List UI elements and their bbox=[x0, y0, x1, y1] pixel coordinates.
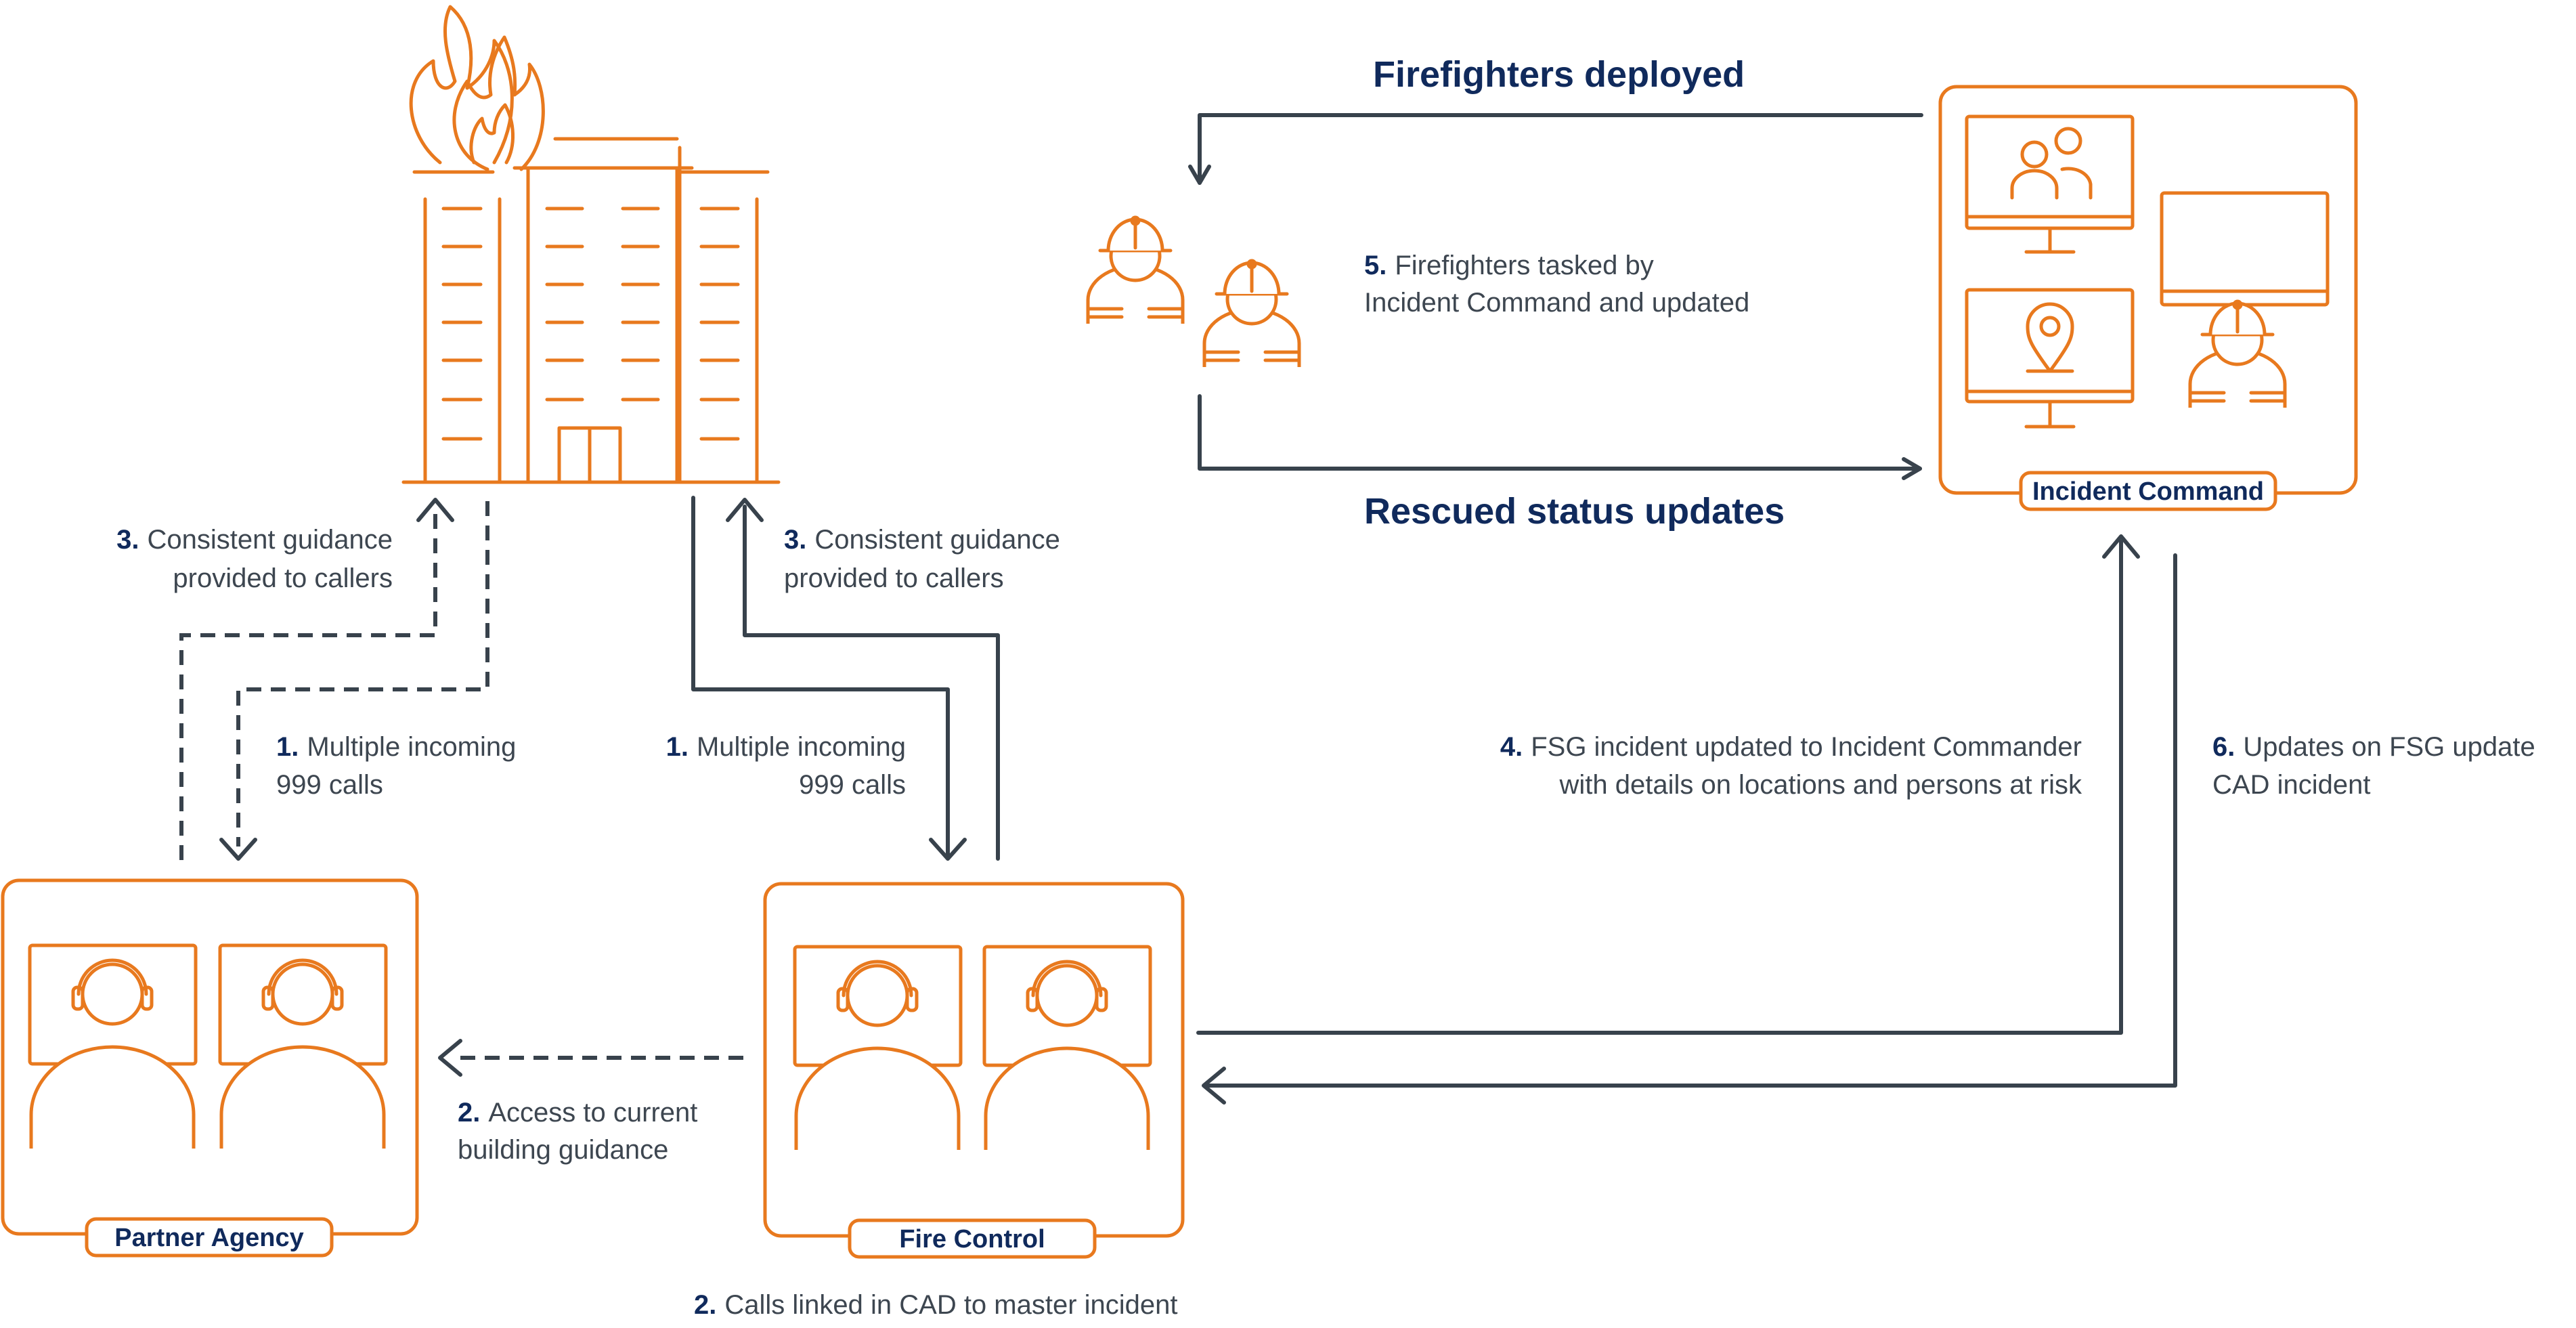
svg-text:5.Firefighters tasked by: 5.Firefighters tasked by bbox=[1364, 251, 1654, 280]
step-updates: 6.Updates on FSG update CAD incident bbox=[2212, 732, 2535, 800]
svg-text:provided to callers: provided to callers bbox=[173, 563, 393, 593]
svg-text:999 calls: 999 calls bbox=[276, 770, 383, 800]
svg-text:building guidance: building guidance bbox=[458, 1135, 668, 1165]
step-calls-left: 1.Multiple incoming 999 calls bbox=[276, 732, 516, 800]
svg-text:3.Consistent guidance: 3.Consistent guidance bbox=[116, 525, 393, 555]
guidance-arrow-right bbox=[743, 505, 1000, 861]
operator-headset-icon bbox=[795, 947, 961, 1150]
svg-text:1.Multiple incoming: 1.Multiple incoming bbox=[666, 732, 906, 762]
step-calls-right: 1.Multiple incoming 999 calls bbox=[666, 732, 906, 800]
rescued-arrow bbox=[1198, 394, 1922, 480]
calls-dashed-arrow-left bbox=[236, 501, 489, 847]
operator-headset-icon bbox=[984, 947, 1150, 1150]
partner-agency-node: Partner Agency bbox=[1, 878, 419, 1258]
burning-building-icon bbox=[401, 5, 781, 484]
monitor-people-icon bbox=[1965, 114, 2135, 254]
svg-text:2.Calls linked in CAD to maste: 2.Calls linked in CAD to master incident bbox=[694, 1290, 1178, 1320]
svg-text:Incident Command and updated: Incident Command and updated bbox=[1364, 288, 1749, 318]
calls-arrow-right bbox=[691, 496, 950, 857]
partner-agency-label: Partner Agency bbox=[114, 1224, 303, 1252]
operator-headset-icon bbox=[220, 945, 386, 1149]
deployed-arrow bbox=[1188, 113, 1923, 185]
fsg-updated-arrow bbox=[1196, 540, 2123, 1035]
svg-text:provided to callers: provided to callers bbox=[784, 563, 1004, 593]
svg-text:6.Updates on FSG update: 6.Updates on FSG update bbox=[2212, 732, 2535, 762]
fire-control-node: Fire Control bbox=[763, 882, 1185, 1259]
step-access: 2.Access to current building guidance bbox=[458, 1098, 697, 1165]
firefighter-icon bbox=[1088, 217, 1183, 324]
updates-arrow bbox=[1206, 553, 2177, 1088]
svg-text:999 calls: 999 calls bbox=[799, 770, 906, 800]
firefighters-group bbox=[1088, 217, 1299, 367]
svg-text:with details on locations and: with details on locations and persons at… bbox=[1558, 770, 2082, 800]
firefighter-icon bbox=[2190, 301, 2285, 408]
step-guidance-right: 3.Consistent guidance provided to caller… bbox=[784, 525, 1060, 593]
svg-text:3.Consistent guidance: 3.Consistent guidance bbox=[784, 525, 1060, 555]
firefighter-icon bbox=[1204, 261, 1299, 367]
svg-text:2.Access to current: 2.Access to current bbox=[458, 1098, 697, 1128]
fire-control-label: Fire Control bbox=[899, 1225, 1045, 1254]
svg-text:4.FSG incident updated to Inci: 4.FSG incident updated to Incident Comma… bbox=[1500, 732, 2082, 762]
guidance-dashed-arrow-left bbox=[179, 507, 437, 860]
step-guidance-left: 3.Consistent guidance provided to caller… bbox=[116, 525, 393, 593]
monitor-location-icon bbox=[1965, 288, 2135, 429]
incident-command-label: Incident Command bbox=[2032, 477, 2264, 506]
incident-command-node: Incident Command bbox=[1938, 85, 2358, 511]
step-fsg-updated: 4.FSG incident updated to Incident Comma… bbox=[1500, 732, 2082, 800]
step-linked: 2.Calls linked in CAD to master incident bbox=[694, 1290, 1178, 1320]
operator-headset-icon bbox=[30, 945, 196, 1149]
svg-text:CAD incident: CAD incident bbox=[2212, 770, 2370, 800]
deployed-heading: Firefighters deployed bbox=[1373, 54, 1745, 95]
svg-text:1.Multiple incoming: 1.Multiple incoming bbox=[276, 732, 516, 762]
rescued-heading: Rescued status updates bbox=[1364, 491, 1785, 532]
step-tasked: 5.Firefighters tasked by Incident Comman… bbox=[1364, 251, 1749, 318]
